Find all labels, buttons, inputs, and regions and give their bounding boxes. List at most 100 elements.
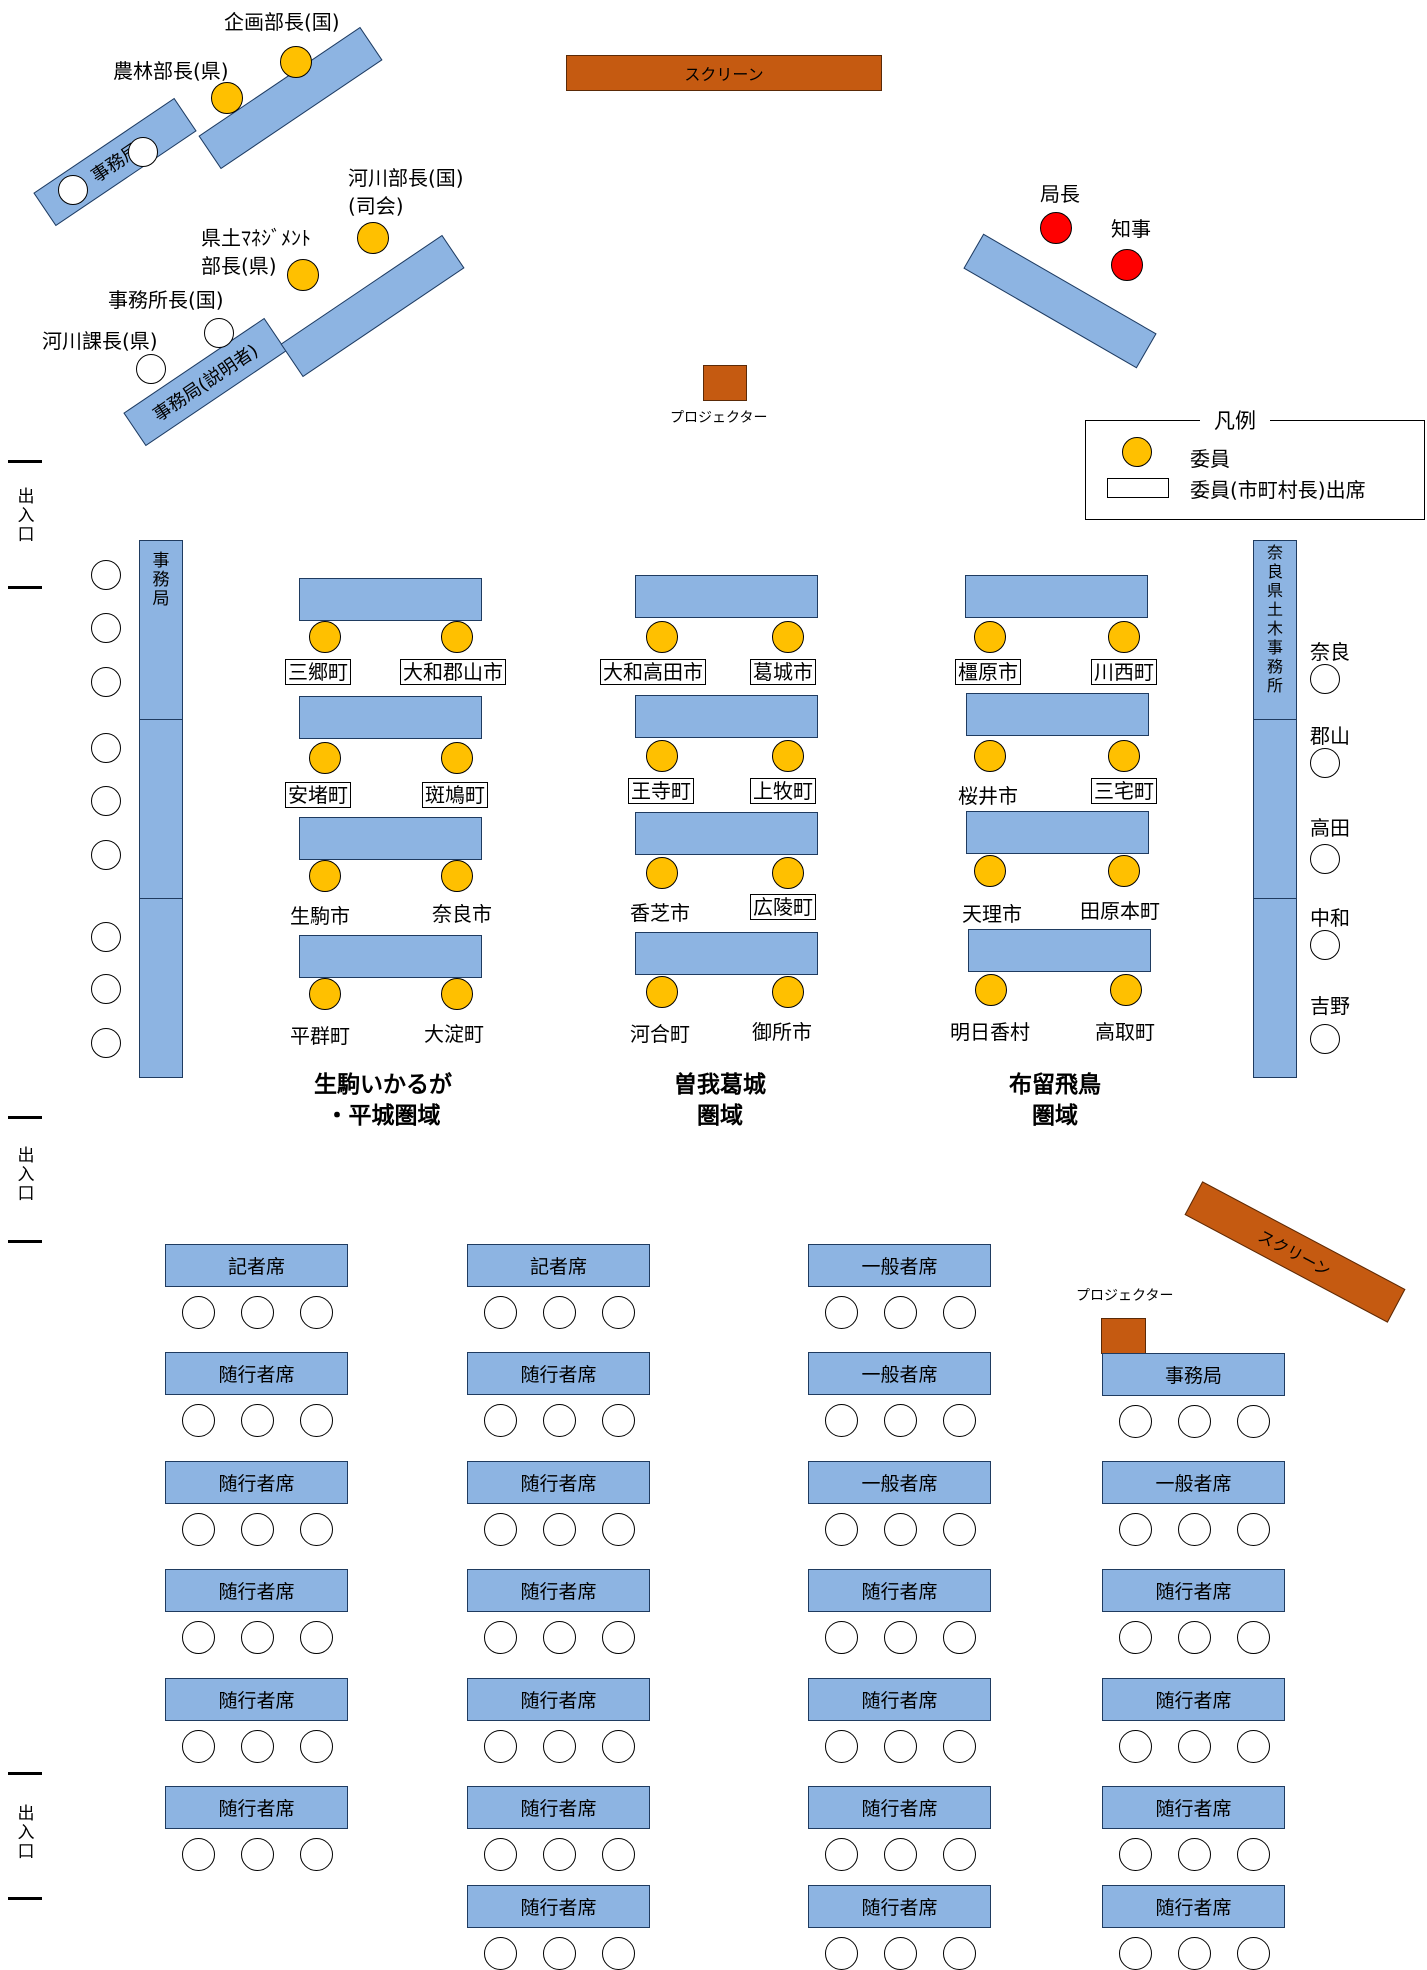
audience-seat <box>943 1838 976 1871</box>
member-seat <box>974 855 1006 887</box>
audience-table: 随行者席 <box>1102 1569 1285 1612</box>
seat-kasen-bucho <box>357 222 389 254</box>
label-kendo-2: 部長(県) <box>201 254 277 278</box>
audience-seat <box>884 1937 917 1970</box>
projector-bottom <box>1101 1318 1146 1354</box>
audience-seat <box>884 1513 917 1546</box>
audience-seat <box>1178 1937 1211 1970</box>
audience-seat <box>1119 1838 1152 1871</box>
audience-seat <box>300 1404 333 1437</box>
legend-present-symbol <box>1107 478 1169 498</box>
screen-top: スクリーン <box>566 55 882 91</box>
member-label: 斑鳩町 <box>422 782 488 808</box>
projector-top <box>703 365 747 401</box>
seat-empty-1 <box>128 137 158 167</box>
member-seat <box>309 621 341 653</box>
member-label: 橿原市 <box>955 659 1021 685</box>
right-seat-takada <box>1310 844 1340 874</box>
audience-seat <box>484 1937 517 1970</box>
legend-member-symbol <box>1122 437 1152 467</box>
audience-seat <box>1119 1513 1152 1546</box>
seat <box>91 922 121 952</box>
label-kasen-bucho-1: 河川部長(国) <box>348 166 464 190</box>
member-seat <box>646 621 678 653</box>
door-3-bottom <box>8 1897 42 1900</box>
secretariat-table-top-left-a: 事務局 <box>33 97 197 227</box>
right-seat-label-nara: 奈良 <box>1310 640 1350 664</box>
audience-seat <box>484 1296 517 1329</box>
audience-seat <box>884 1621 917 1654</box>
audience-seat <box>884 1404 917 1437</box>
audience-seat <box>825 1296 858 1329</box>
explainer-table-b <box>280 234 465 378</box>
audience-seat <box>1237 1513 1270 1546</box>
member-table <box>299 696 482 739</box>
audience-seat <box>602 1404 635 1437</box>
member-table <box>299 578 482 621</box>
label-kyokucho: 局長 <box>1040 182 1080 206</box>
audience-seat <box>484 1730 517 1763</box>
right-seat-label-koriyama: 郡山 <box>1310 724 1350 748</box>
audience-seat <box>825 1730 858 1763</box>
seat <box>91 786 121 816</box>
member-label: 安堵町 <box>285 782 351 808</box>
door-1-top <box>8 460 42 463</box>
member-label: 三宅町 <box>1091 778 1157 804</box>
audience-seat <box>1237 1937 1270 1970</box>
audience-table: 随行者席 <box>165 1569 348 1612</box>
seat-kasen-kacho <box>136 354 166 384</box>
audience-seat <box>884 1296 917 1329</box>
legend <box>1085 420 1425 520</box>
right-table-2 <box>1253 719 1297 899</box>
seat <box>91 840 121 870</box>
audience-table: 一般者席 <box>808 1461 991 1504</box>
member-seat <box>646 857 678 889</box>
audience-seat <box>1237 1838 1270 1871</box>
audience-seat <box>884 1730 917 1763</box>
member-seat <box>646 740 678 772</box>
right-table-1 <box>1253 540 1297 720</box>
member-seat <box>772 740 804 772</box>
audience-seat <box>484 1404 517 1437</box>
seat <box>91 667 121 697</box>
audience-seat <box>1119 1937 1152 1970</box>
seat-kyokucho <box>1040 212 1072 244</box>
member-seat <box>772 976 804 1008</box>
audience-seat <box>1178 1730 1211 1763</box>
member-seat <box>309 978 341 1010</box>
member-seat <box>1110 974 1142 1006</box>
audience-seat <box>241 1404 274 1437</box>
audience-seat <box>484 1513 517 1546</box>
member-label: 大和郡山市 <box>400 659 506 685</box>
audience-seat <box>884 1838 917 1871</box>
member-table <box>965 575 1148 618</box>
audience-seat <box>943 1513 976 1546</box>
audience-seat <box>1119 1621 1152 1654</box>
audience-seat <box>1178 1621 1211 1654</box>
audience-seat <box>825 1513 858 1546</box>
member-label: 天理市 <box>962 902 1022 926</box>
member-label: 河合町 <box>630 1022 690 1046</box>
audience-seat <box>825 1937 858 1970</box>
audience-seat <box>543 1730 576 1763</box>
audience-seat <box>825 1621 858 1654</box>
right-seat-chuwa <box>1310 930 1340 960</box>
member-label: 王寺町 <box>628 778 694 804</box>
right-seat-koriyama <box>1310 748 1340 778</box>
audience-seat <box>602 1621 635 1654</box>
audience-table: 随行者席 <box>165 1786 348 1829</box>
entrance-2: 出入口 <box>17 1146 35 1204</box>
seat <box>91 613 121 643</box>
member-table <box>299 935 482 978</box>
audience-seat <box>825 1404 858 1437</box>
door-2-bottom <box>8 1240 42 1243</box>
audience-seat <box>300 1513 333 1546</box>
audience-seat <box>602 1296 635 1329</box>
member-table <box>299 817 482 860</box>
label-kasen-bucho-2: (司会) <box>348 194 404 218</box>
audience-seat <box>1237 1405 1270 1438</box>
audience-table: 随行者席 <box>1102 1678 1285 1721</box>
audience-table: 随行者席 <box>808 1786 991 1829</box>
left-table-2 <box>139 719 183 899</box>
audience-table: 随行者席 <box>165 1352 348 1395</box>
